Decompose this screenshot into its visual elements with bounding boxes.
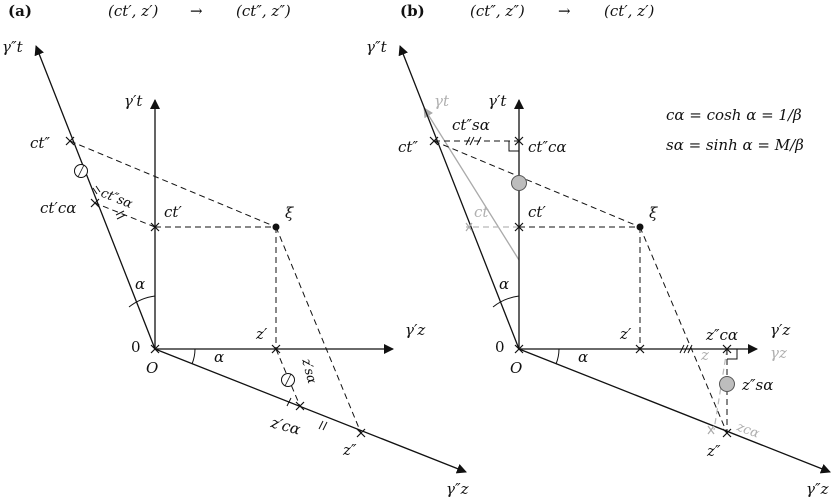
proj-z-double-prime-b: [639, 226, 728, 434]
label-axis-t-dd-b: γ″t: [366, 38, 388, 56]
proj-ct-double-prime-b: [433, 140, 641, 228]
panel-a: (a) (ct′, z′) → (ct″, z″): [2, 2, 469, 498]
label-axis-z-d-b: γ′z: [770, 321, 790, 339]
label-z-dd-b: z″: [706, 442, 721, 460]
label-xi-b: ξ: [649, 204, 658, 222]
label-ct-dd-c-b: ct″cα: [528, 138, 567, 156]
label-z-dd: z″: [342, 441, 357, 459]
label-axis-t-dd: γ″t: [2, 38, 24, 56]
label-alpha-1: α: [135, 275, 145, 293]
label-ct-dd-b: ct″: [398, 138, 418, 156]
panel-b-header-from: (ct″, z″): [470, 2, 525, 20]
proj-z-double-prime: [275, 226, 362, 434]
angle-arc-t-b: [492, 295, 520, 308]
label-origin-0: 0: [131, 338, 141, 356]
filled-marker-1: [511, 175, 527, 191]
equality-marks-b: [465, 136, 693, 354]
label-axis-z-dd-b: γ″z: [806, 480, 829, 498]
label-alpha-1-b: α: [499, 275, 509, 293]
label-ct-dd: ct″: [30, 134, 50, 152]
tick-marks-b: [429, 136, 732, 438]
panel-a-header-from: (ct′, z′): [108, 2, 159, 20]
panel-b: (b) (ct″, z″) → (ct′, z′): [366, 2, 831, 498]
angle-arc-t: [128, 295, 156, 308]
panel-b-label: (b): [400, 2, 425, 20]
panel-a-header-arrow: →: [190, 2, 203, 20]
label-alpha-2-b: α: [578, 348, 588, 366]
label-z-d-b: z′: [619, 325, 632, 343]
equality-marks: [92, 185, 328, 431]
tick-marks: [65, 136, 366, 438]
right-angle-mark-1: [508, 141, 519, 152]
right-angle-mark-2: [727, 349, 738, 360]
filled-marker-2: [719, 376, 735, 392]
label-axis-t-d: γ′t: [124, 92, 143, 110]
label-origin-0-b: 0: [495, 338, 505, 356]
label-axis-t-grey: γt: [434, 92, 450, 110]
label-origin-O: O: [146, 359, 158, 377]
panel-a-header-to: (ct″, z″): [236, 2, 291, 20]
label-xi: ξ: [285, 204, 294, 222]
label-z-d: z′: [255, 325, 268, 343]
label-ct-d-c: ct′cα: [40, 199, 76, 217]
label-axis-z-dd: γ″z: [446, 480, 469, 498]
label-axis-z-grey: γz: [770, 344, 787, 362]
label-alpha-2: α: [214, 348, 224, 366]
label-z-grey: z: [700, 346, 709, 364]
axis-t-double-prime-b: [398, 45, 520, 350]
label-z-d-c: z′cα: [268, 413, 302, 438]
label-z-dd-s-b: z″sα: [741, 376, 773, 394]
label-ct-d-b: ct′: [528, 203, 546, 221]
proj-z-grey: [713, 348, 728, 431]
label-origin-O-b: O: [510, 359, 522, 377]
label-ct-grey: ct: [474, 203, 489, 221]
panel-a-label: (a): [8, 2, 32, 20]
panel-b-header-to: (ct′, z′): [604, 2, 655, 20]
label-z-d-s: z′sα: [298, 356, 319, 385]
axis-z-double-prime-b: [518, 348, 831, 474]
label-z-dd-c-b: z″cα: [705, 326, 738, 344]
panel-b-header-arrow: →: [558, 2, 571, 20]
label-axis-z-d: γ′z: [405, 321, 425, 339]
label-ct-dd-s-b: ct″sα: [452, 116, 490, 134]
label-ct-d: ct′: [164, 203, 182, 221]
formula-s-alpha: sα = sinh α = M/β: [666, 136, 804, 154]
event-point-xi-b: [636, 223, 644, 231]
label-ct-dd-s: ct″sα: [99, 186, 135, 212]
tick-marks-grey: [465, 222, 715, 435]
axis-t-grey: [423, 107, 520, 261]
proj-ct-double-prime: [69, 140, 277, 228]
label-z-grey-c: zcα: [734, 419, 762, 441]
event-point-xi: [272, 223, 280, 231]
formula-c-alpha: cα = cosh α = 1/β: [666, 106, 802, 124]
label-axis-t-d-b: γ′t: [488, 92, 507, 110]
angle-arc-z-b: [555, 348, 560, 365]
axis-t-double-prime: [34, 45, 156, 350]
axis-z-double-prime: [154, 348, 467, 474]
angle-arc-z: [191, 348, 196, 365]
